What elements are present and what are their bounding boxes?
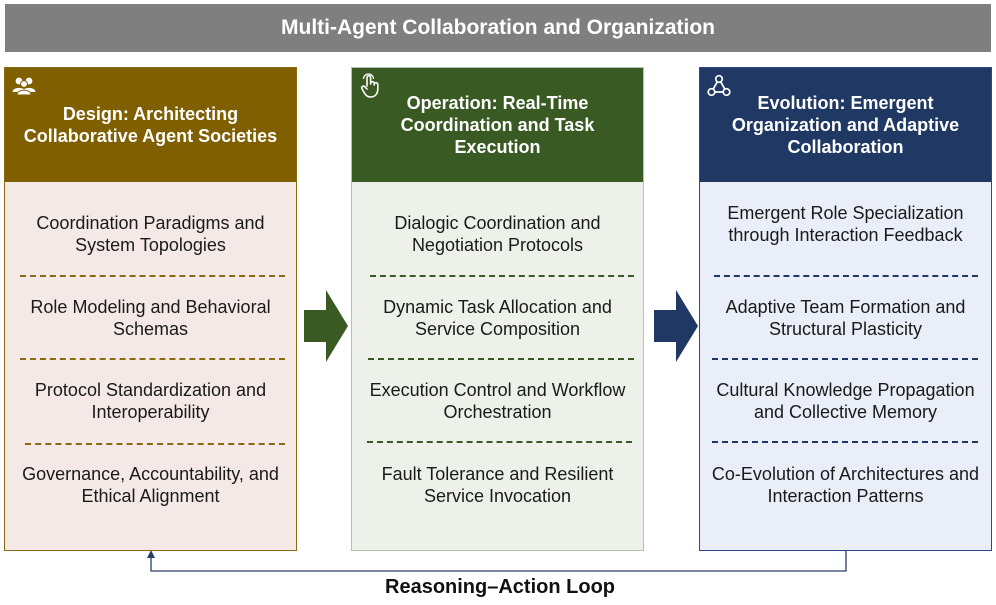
divider [25,443,285,445]
divider [714,275,978,277]
page-title: Multi-Agent Collaboration and Organizati… [5,4,991,52]
list-item: Co-Evolution of Architectures and Intera… [711,464,980,506]
list-item: Coordination Paradigms and System Topolo… [36,213,265,255]
list-item: Dialogic Coordination and Negotiation Pr… [394,213,601,255]
hand-pointer-icon [360,73,379,98]
list-item: Adaptive Team Formation and Structural P… [725,297,966,339]
design-body: Coordination Paradigms and System Topolo… [5,182,296,550]
list-item: Cultural Knowledge Propagation and Colle… [716,380,975,422]
list-item: Protocol Standardization and Interoperab… [34,380,267,422]
flow-arrow-design-to-operation [304,290,348,362]
list-item: Emergent Role Specialization through Int… [727,203,964,245]
list-item: Dynamic Task Allocation and Service Comp… [383,297,612,339]
evolution-header: Evolution: Emergent Organization and Ada… [700,68,991,182]
list-item: Governance, Accountability, and Ethical … [22,464,279,506]
people-icon [12,77,36,96]
design-heading: Design: Architecting Collaborative Agent… [23,104,278,146]
divider [20,275,285,277]
list-item: Role Modeling and Behavioral Schemas [30,297,271,339]
evolution-body: Emergent Role Specialization through Int… [700,182,991,550]
operation-header: Operation: Real-Time Coordination and Ta… [352,68,643,182]
divider [370,275,634,277]
loop-label: Reasoning–Action Loop [385,576,615,598]
list-item: Fault Tolerance and Resilient Service In… [381,464,614,506]
divider [368,358,634,360]
list-item: Execution Control and Workflow Orchestra… [369,380,626,422]
design-column: Design: Architecting Collaborative Agent… [4,67,297,551]
design-header: Design: Architecting Collaborative Agent… [5,68,296,182]
operation-column: Operation: Real-Time Coordination and Ta… [351,67,644,551]
evolution-column: Evolution: Emergent Organization and Ada… [699,67,992,551]
network-nodes-icon [707,74,731,97]
operation-body: Dialogic Coordination and Negotiation Pr… [352,182,643,550]
flow-arrow-operation-to-evolution [654,290,698,362]
divider [712,441,978,443]
operation-heading: Operation: Real-Time Coordination and Ta… [400,93,595,157]
evolution-heading: Evolution: Emergent Organization and Ada… [731,93,960,157]
divider [367,441,632,443]
divider [712,358,978,360]
divider [20,358,285,360]
